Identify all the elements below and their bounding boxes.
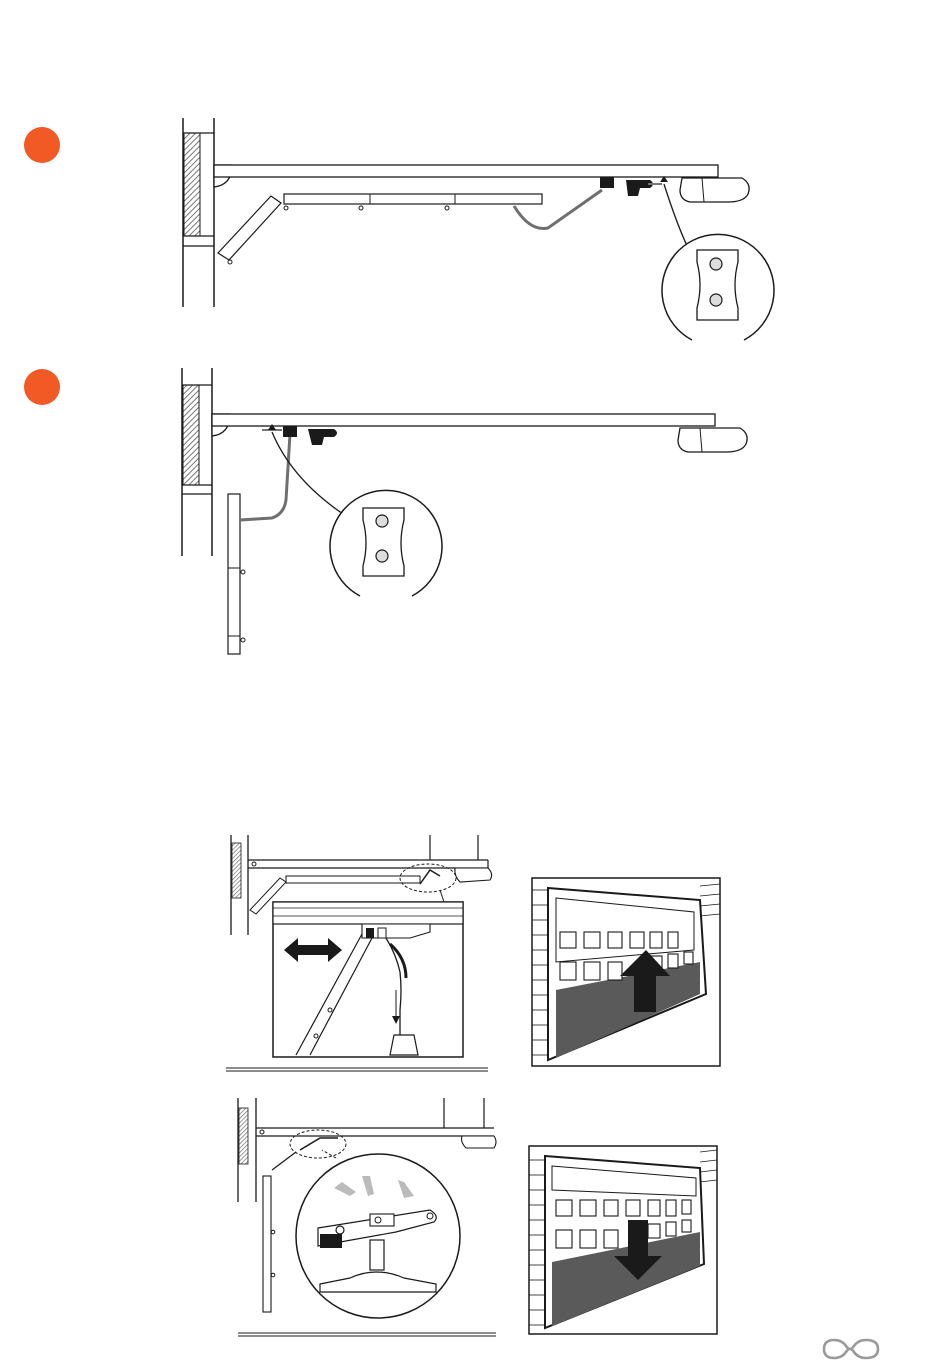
diagram-6-door-down [0, 1142, 950, 1342]
brand-logo-icon [822, 1336, 886, 1362]
diagram-1-rail-disengaged [0, 0, 950, 350]
diagram-2-rail-closed [0, 355, 950, 655]
diagram-4-door-up [0, 875, 950, 1075]
